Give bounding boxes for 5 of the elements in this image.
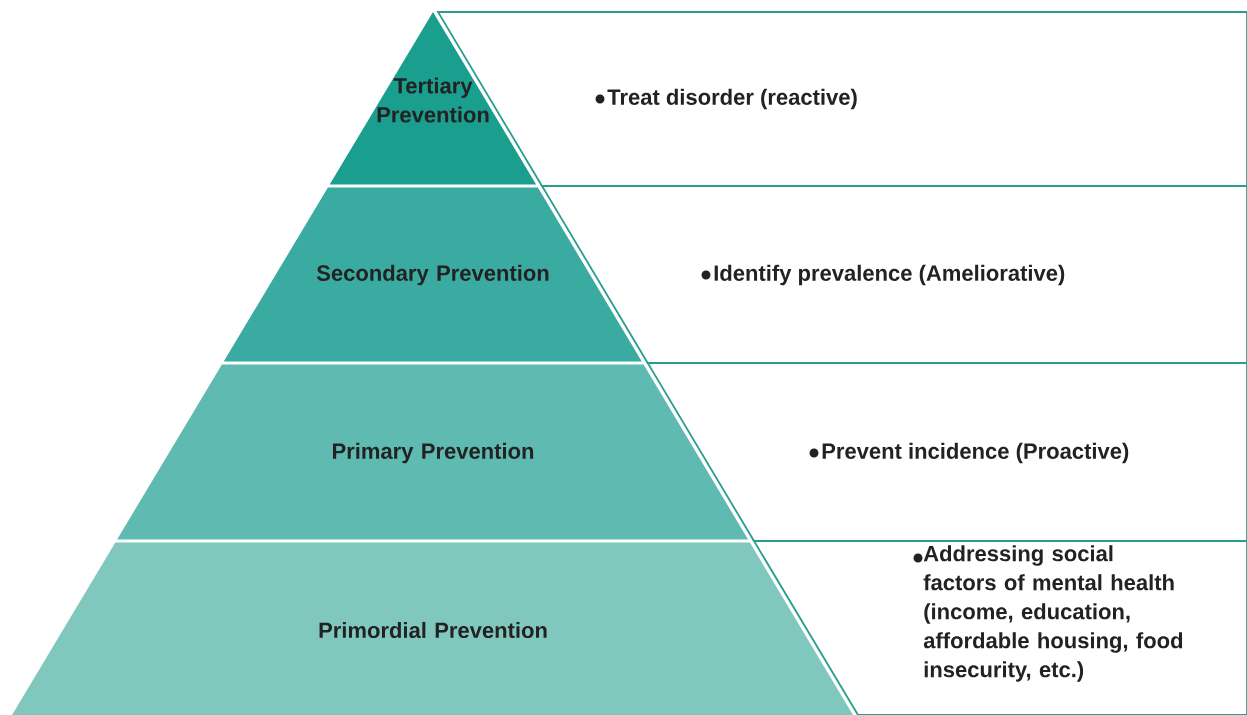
pyramid-level: Primary Prevention xyxy=(117,364,749,540)
pyramid-level: Tertiary Prevention xyxy=(329,12,537,185)
pyramid-level: Primordial Prevention xyxy=(12,542,853,715)
pyramid-level: Secondary Prevention xyxy=(223,187,642,362)
text-panel: Prevent incidence (Proactive) xyxy=(646,362,1247,542)
